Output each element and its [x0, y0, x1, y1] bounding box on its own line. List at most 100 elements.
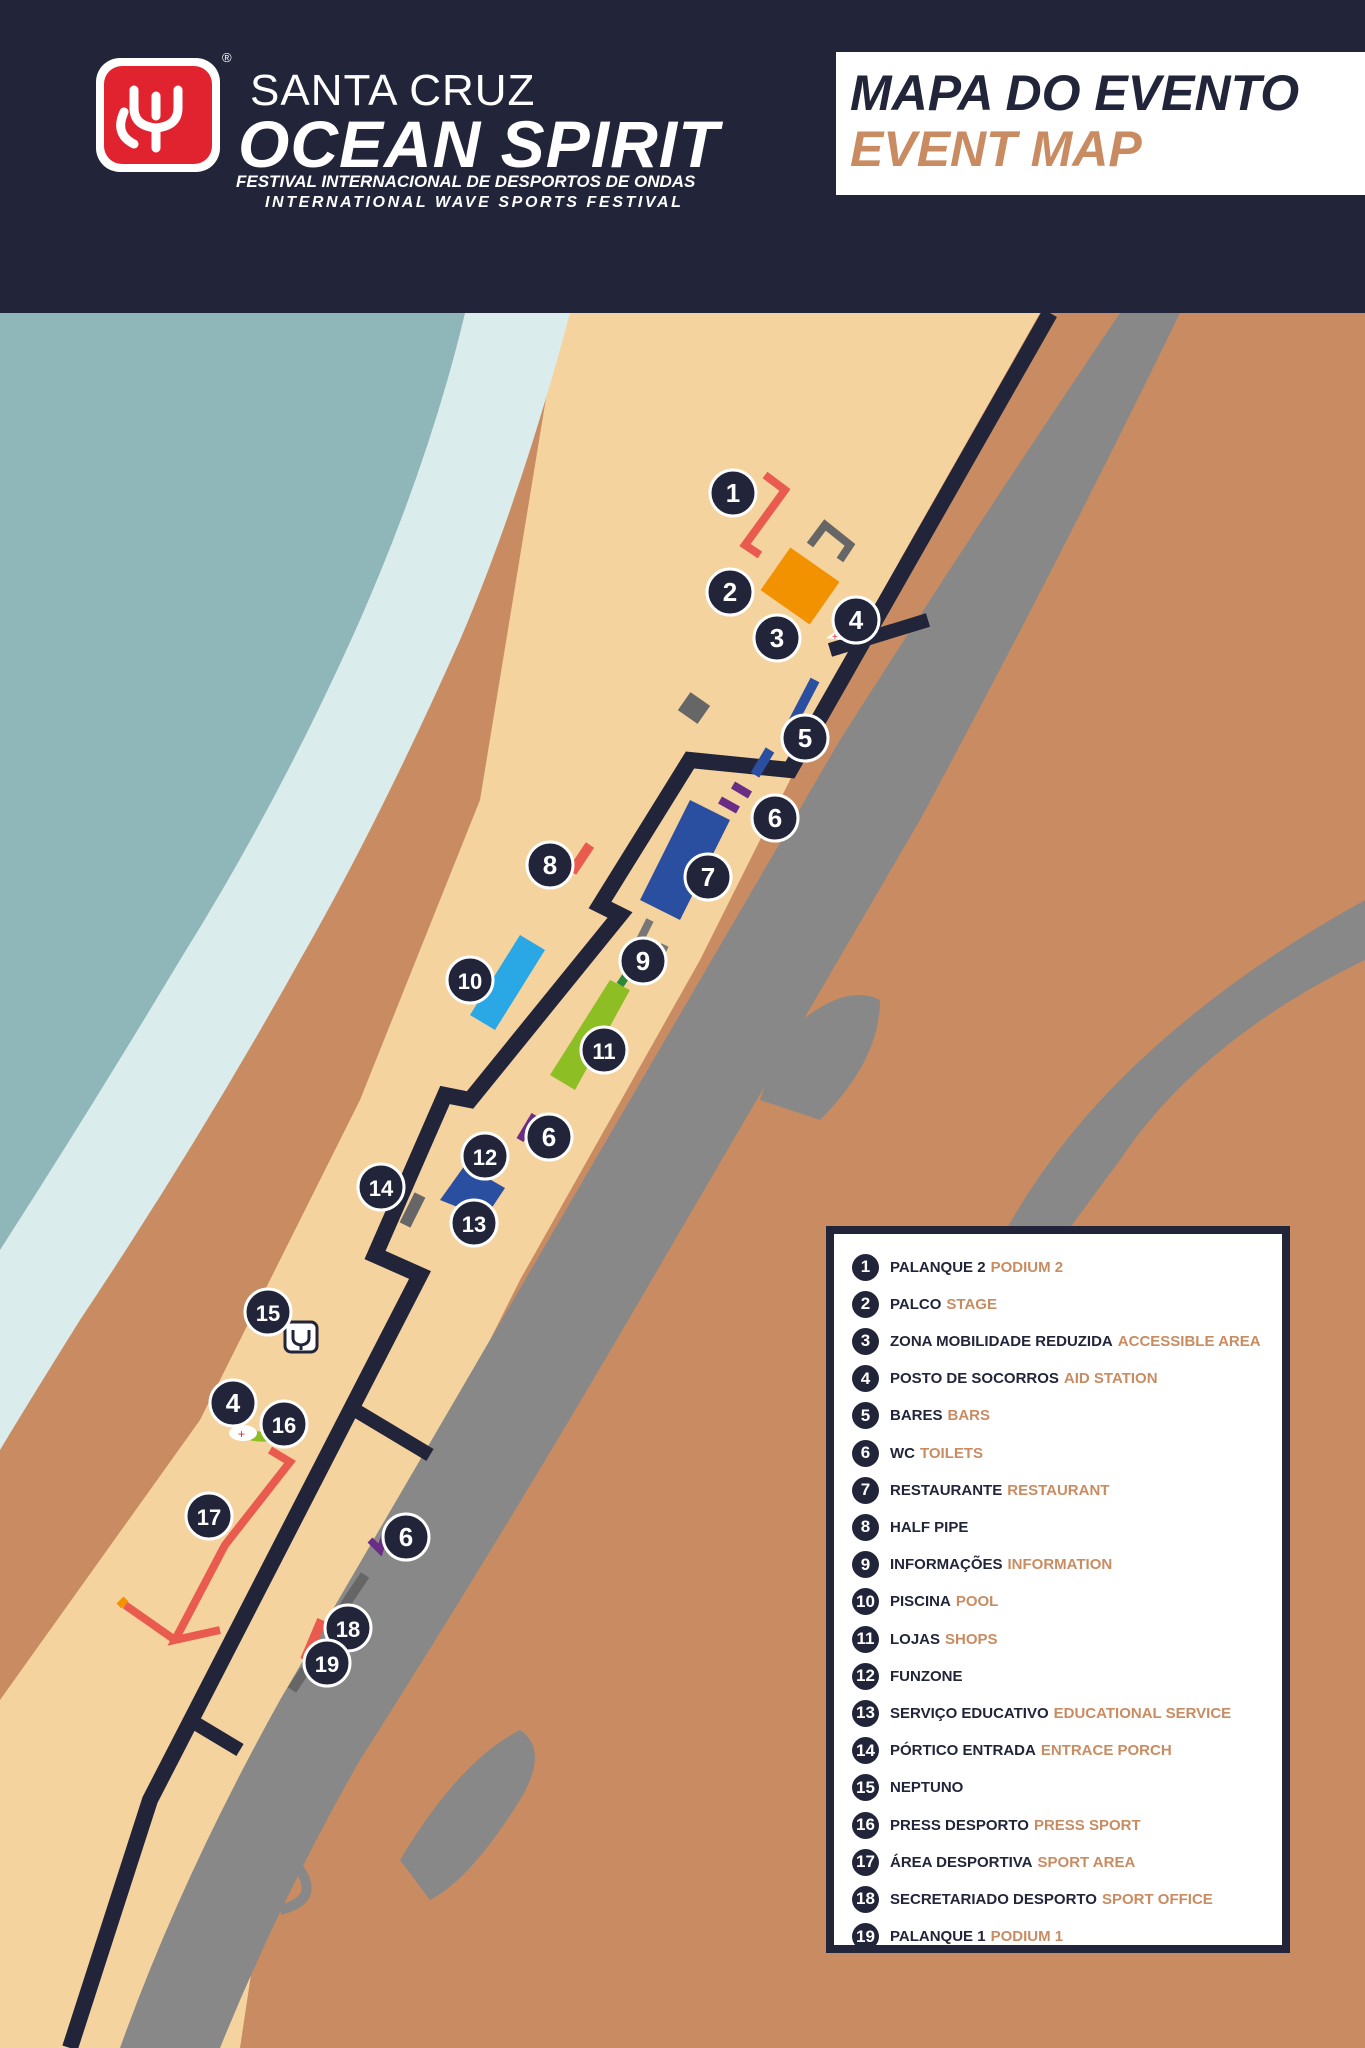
legend-label-en: SPORT AREA	[1037, 1853, 1136, 1871]
map-marker-label: 15	[256, 1301, 280, 1326]
map-marker-1: 1	[708, 468, 758, 518]
map-marker-14: 14	[356, 1162, 406, 1212]
map-marker-17: 17	[184, 1491, 234, 1541]
legend-number: 3	[852, 1327, 879, 1355]
map-marker-label: 6	[542, 1122, 556, 1152]
map-marker-label: 1	[726, 478, 740, 508]
legend-number: 12	[852, 1662, 879, 1690]
legend-label-en: SHOPS	[945, 1630, 998, 1648]
map-marker-circle	[356, 1162, 406, 1212]
map-marker-8: 8	[525, 840, 575, 890]
sport-area-end	[116, 1596, 129, 1609]
legend-label-pt: SERVIÇO EDUCATIVO	[890, 1704, 1049, 1722]
promenade-walkway	[62, 313, 1057, 2048]
map-marker-label: 16	[272, 1413, 296, 1438]
legend-label-pt: PALCO	[890, 1295, 942, 1313]
legend-label-pt: HALF PIPE	[890, 1518, 969, 1536]
map-marker-label: 6	[768, 803, 782, 833]
map-marker-9: 9	[618, 936, 668, 986]
legend-number: 2	[852, 1290, 879, 1318]
map-marker-4: 4	[208, 1378, 258, 1428]
map-marker-18: 18	[323, 1603, 373, 1653]
legend-number: 13	[852, 1699, 879, 1727]
legend-label-pt: ZONA MOBILIDADE REDUZIDA	[890, 1332, 1113, 1350]
connector-path	[186, 1713, 244, 1757]
map-marker-circle	[381, 1512, 431, 1562]
map-marker-circle	[708, 468, 758, 518]
legend-label-en: EDUCATIONAL SERVICE	[1053, 1704, 1232, 1722]
map-marker-label: 9	[636, 946, 650, 976]
map-marker-circle	[243, 1287, 293, 1337]
map-marker-10: 10	[445, 955, 495, 1005]
legend-label-en: BARS	[947, 1407, 991, 1425]
road-curve	[760, 995, 880, 1120]
connector-path	[827, 613, 931, 657]
registered-mark: ®	[222, 50, 232, 65]
legend-label-pt: BARES	[890, 1407, 943, 1425]
map-marker-label: 14	[369, 1176, 394, 1201]
legend-label-pt: PÓRTICO ENTRADA	[890, 1742, 1036, 1760]
legend-label-pt: NEPTUNO	[890, 1779, 964, 1797]
map-marker-label: 11	[592, 1039, 615, 1064]
main-road	[120, 313, 1180, 2048]
map-marker-circle	[579, 1025, 629, 1075]
legend-number: 4	[852, 1365, 879, 1393]
legend-item: 15 NEPTUNO	[852, 1773, 963, 1803]
legend-number: 14	[852, 1737, 879, 1765]
map-marker-label: 12	[473, 1145, 497, 1170]
legend-label-pt: POSTO DE SOCORROS	[890, 1370, 1059, 1388]
legend-label-en: PODIUM 1	[990, 1928, 1064, 1946]
podium-2	[739, 471, 791, 559]
map-marker-label: 18	[336, 1617, 360, 1642]
podium-1	[287, 1667, 310, 1693]
map-marker-circle	[831, 595, 881, 645]
legend-label-en: SPORT OFFICE	[1101, 1890, 1213, 1908]
gray-tent	[806, 519, 856, 563]
side-road	[990, 900, 1365, 1300]
map-marker-label: 19	[315, 1652, 339, 1677]
path-loop	[246, 1855, 312, 1915]
legend-number: 17	[852, 1848, 879, 1876]
map-marker-circle	[449, 1198, 499, 1248]
legend-label-pt: ÁREA DESPORTIVA	[890, 1853, 1033, 1871]
aid-station-icon: +	[229, 1425, 257, 1441]
map-marker-circle	[525, 840, 575, 890]
map-marker-label: 13	[462, 1212, 486, 1237]
legend-number: 15	[852, 1774, 879, 1802]
toilets	[718, 781, 753, 814]
map-marker-12: 12	[460, 1131, 510, 1181]
map-marker-circle	[750, 793, 800, 843]
map-marker-circle	[618, 936, 668, 986]
gray-tent	[677, 692, 711, 724]
brand-subtitle-en: INTERNATIONAL WAVE SPORTS FESTIVAL	[265, 194, 684, 211]
legend-number: 5	[852, 1402, 879, 1430]
legend-label-en: POOL	[955, 1593, 999, 1611]
legend-label-en: RESTAURANT	[1007, 1481, 1110, 1499]
map-marker-6: 6	[524, 1112, 574, 1162]
map-marker-label: 4	[849, 605, 864, 635]
sport-area	[122, 1601, 178, 1644]
map-marker-circle	[460, 1131, 510, 1181]
neptune-icon	[283, 1320, 319, 1354]
svg-text:+: +	[832, 632, 838, 643]
map-marker-16: 16	[259, 1399, 309, 1449]
svg-text:+: +	[238, 1427, 245, 1441]
brand-subtitle-pt: FESTIVAL INTERNACIONAL DE DESPORTOS DE O…	[236, 172, 696, 191]
legend-label-pt: PALANQUE 1	[890, 1928, 986, 1946]
page-title-pt: MAPA DO EVENTO	[850, 65, 1300, 121]
legend-number: 11	[852, 1625, 879, 1653]
map-marker-circle	[302, 1638, 352, 1688]
sport-area	[167, 1446, 296, 1646]
legend-label-en: STAGE	[946, 1295, 997, 1313]
legend-label-pt: RESTAURANTE	[890, 1481, 1003, 1499]
page-title-en: EVENT MAP	[850, 121, 1142, 177]
map-marker-circle	[683, 852, 733, 902]
